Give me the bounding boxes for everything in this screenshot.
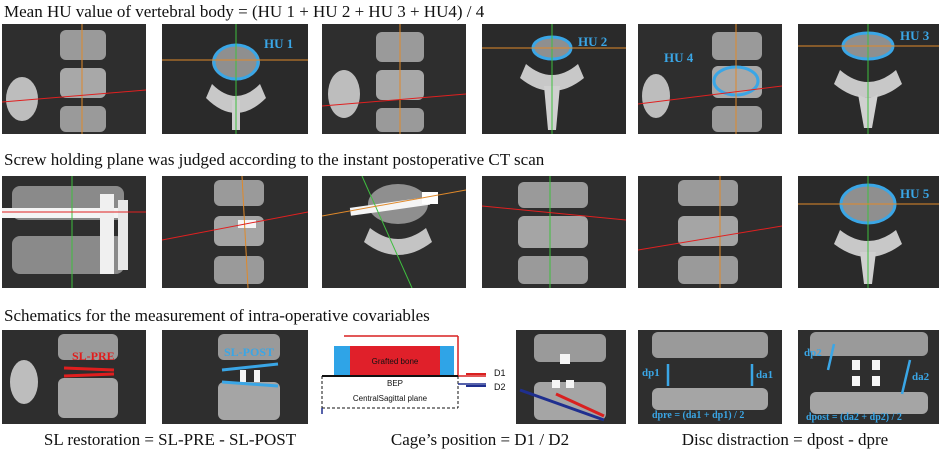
heading-schematics: Schematics for the measurement of intra-… bbox=[4, 306, 430, 325]
ct-screw-axial-image bbox=[322, 176, 466, 288]
ct-screw-sagittal-image-3 bbox=[638, 176, 782, 288]
caption-disc-distraction: Disc distraction = dpost - dpre bbox=[681, 430, 889, 449]
ct-axial-image-hu1: HU 1 bbox=[162, 24, 308, 134]
label-da1: da1 bbox=[756, 369, 773, 381]
label-central-sagittal: CentralSagittal plane bbox=[353, 394, 428, 403]
ct-sagittal-image-1 bbox=[2, 24, 146, 134]
label-hu4: HU 4 bbox=[664, 50, 694, 65]
ct-screw-sagittal-image-2 bbox=[482, 176, 626, 288]
label-sl-pre: SL-PRE bbox=[72, 349, 115, 363]
ct-axial-image-hu2: HU 2 bbox=[482, 24, 626, 134]
label-dpre-formula: dpre = (da1 + dp1) / 2 bbox=[652, 410, 744, 421]
ct-disc-pre-image: dp1 da1 dpre = (da1 + dp1) / 2 bbox=[638, 330, 782, 424]
label-dp2: dp2 bbox=[804, 347, 822, 359]
ct-screw-coronal-image bbox=[2, 176, 146, 288]
ct-disc-post-image: dp2 da2 dpost = (da2 + dp2) / 2 bbox=[798, 330, 939, 424]
label-grafted-bone: Grafted bone bbox=[372, 357, 419, 366]
heading-screw-holding-plane: Screw holding plane was judged according… bbox=[4, 150, 545, 169]
ct-sl-pre-image: SL-PRE bbox=[2, 330, 146, 424]
label-hu1: HU 1 bbox=[264, 36, 293, 51]
label-dp1: dp1 bbox=[642, 367, 660, 379]
label-d2: D2 bbox=[494, 382, 506, 392]
ct-sagittal-image-2 bbox=[322, 24, 466, 134]
ct-sagittal-image-hu4: HU 4 bbox=[638, 24, 782, 134]
cage-position-schematic: Grafted bone BEP CentralSagittal plane D… bbox=[318, 330, 506, 424]
ct-sl-post-image: SL-POST bbox=[162, 330, 308, 424]
ct-cage-position-image bbox=[516, 330, 626, 424]
label-hu2: HU 2 bbox=[578, 34, 607, 49]
heading-mean-hu: Mean HU value of vertebral body = (HU 1 … bbox=[4, 2, 485, 21]
label-bep: BEP bbox=[387, 379, 403, 388]
label-d1: D1 bbox=[494, 368, 506, 378]
ct-screw-sagittal-image-1 bbox=[162, 176, 308, 288]
label-sl-post: SL-POST bbox=[224, 345, 274, 359]
label-dpost-formula: dpost = (da2 + dp2) / 2 bbox=[806, 412, 902, 423]
caption-cage-position: Cage’s position = D1 / D2 bbox=[390, 430, 570, 449]
ct-axial-image-hu5: HU 5 bbox=[798, 176, 939, 288]
label-hu5: HU 5 bbox=[900, 186, 930, 201]
label-hu3: HU 3 bbox=[900, 28, 930, 43]
label-da2: da2 bbox=[912, 371, 930, 383]
ct-axial-image-hu3: HU 3 bbox=[798, 24, 939, 134]
caption-sl-restoration: SL restoration = SL-PRE - SL-POST bbox=[43, 430, 297, 449]
